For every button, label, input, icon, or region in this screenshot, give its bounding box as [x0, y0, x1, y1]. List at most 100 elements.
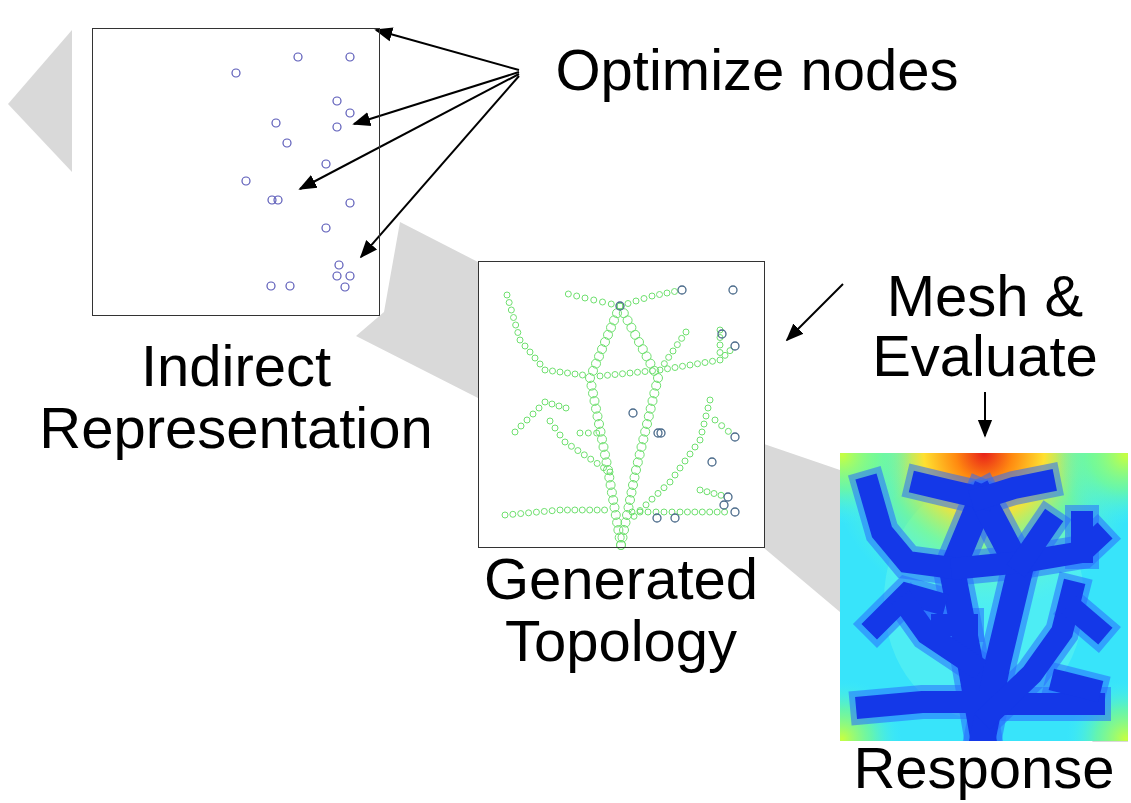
- topology-circle: [666, 354, 672, 360]
- topology-circle: [541, 508, 547, 514]
- topology-circle: [602, 507, 608, 513]
- panel-frame: [840, 453, 1128, 741]
- topology-circle: [711, 491, 717, 497]
- material-member: [869, 487, 952, 568]
- topology-circle: [585, 430, 591, 436]
- topology-circle: [517, 337, 523, 343]
- topology-circle: [717, 350, 723, 356]
- node-point: [242, 177, 250, 185]
- control-node: [731, 433, 739, 441]
- topology-circle: [557, 432, 563, 438]
- topology-circle: [568, 443, 574, 449]
- node-point: [335, 261, 343, 269]
- topology-circle: [670, 348, 676, 354]
- topology-circle: [524, 417, 530, 423]
- panel: Response: [839, 453, 1129, 799]
- topology-circle: [704, 489, 710, 495]
- node-points: [232, 53, 354, 291]
- topology-circle: [683, 329, 689, 335]
- topology-circle: [703, 413, 709, 419]
- topology-circle: [502, 512, 508, 518]
- node-point: [232, 69, 240, 77]
- topology-circle: [557, 369, 563, 375]
- topology-circle: [572, 371, 578, 377]
- topology-circle: [705, 405, 711, 411]
- topology-circle: [532, 355, 538, 361]
- topology-circle: [515, 330, 521, 336]
- topology-circle: [725, 428, 731, 434]
- topology-circle: [707, 397, 713, 403]
- topology-circle: [591, 297, 597, 303]
- panel-caption: Response: [839, 737, 1129, 799]
- topology-circle: [718, 492, 724, 498]
- topology-circle: [552, 425, 558, 431]
- topology-circle: [549, 401, 555, 407]
- topology-circle: [714, 509, 720, 515]
- panel: Indirect Representation: [6, 28, 466, 459]
- topology-circle: [581, 452, 587, 458]
- panel-frame: [92, 28, 380, 316]
- topology-circle: [530, 411, 536, 417]
- node-point: [272, 119, 280, 127]
- topology-circle: [687, 451, 693, 457]
- topology-circle: [692, 509, 698, 515]
- material-member: [1062, 682, 1090, 689]
- topology-circle: [597, 373, 603, 379]
- topology-circle: [631, 513, 637, 519]
- control-node: [678, 286, 686, 294]
- topology-circle: [692, 444, 698, 450]
- topology-circle: [594, 460, 600, 466]
- topology-circle: [717, 357, 723, 363]
- node-point: [322, 224, 330, 232]
- material-member: [1071, 522, 1093, 552]
- node-point: [274, 196, 282, 204]
- topology-circle: [682, 458, 688, 464]
- topology-circle: [645, 509, 651, 515]
- material-member: [867, 702, 974, 707]
- callout-label: Optimize nodes: [522, 40, 992, 100]
- topology-circle: [511, 315, 517, 321]
- control-node: [720, 501, 728, 509]
- topology-circle: [547, 418, 553, 424]
- topology-circle: [572, 507, 578, 513]
- topology-circle: [527, 349, 533, 355]
- material-member: [990, 592, 1072, 714]
- node-point: [286, 282, 294, 290]
- topology-circle: [677, 465, 683, 471]
- topology-circle: [661, 485, 667, 491]
- topology-circle: [627, 370, 633, 376]
- control-node: [629, 409, 637, 417]
- topology-circle: [617, 303, 623, 309]
- callout-label: Mesh & Evaluate: [850, 266, 1120, 386]
- topology-circle: [649, 293, 655, 299]
- topology-circle: [608, 301, 614, 307]
- topology-circle: [702, 360, 708, 366]
- topology-circle: [672, 472, 678, 478]
- topology-circle: [582, 295, 588, 301]
- topology-circle: [513, 322, 519, 328]
- topology-circle: [617, 303, 623, 309]
- topology-circle: [526, 510, 532, 516]
- topology-circle: [697, 487, 703, 493]
- topology-circle: [633, 298, 639, 304]
- topology-circle: [512, 429, 518, 435]
- topology-circle: [510, 511, 516, 517]
- topology-circle: [537, 361, 543, 367]
- topology-circle: [679, 335, 685, 341]
- control-node: [708, 458, 716, 466]
- material-member: [982, 482, 1044, 498]
- topology-circle: [508, 307, 514, 313]
- topology-circle: [672, 289, 678, 295]
- topology-circle: [680, 363, 686, 369]
- control-node: [731, 342, 739, 350]
- topology-circle: [697, 437, 703, 443]
- topology-circle: [625, 301, 631, 307]
- topology-circle: [649, 496, 655, 502]
- topology-circle: [695, 361, 701, 367]
- material-member: [1077, 612, 1097, 629]
- topology-circle: [643, 502, 649, 508]
- topology-circle: [562, 439, 568, 445]
- topology-circle: [687, 362, 693, 368]
- topology-circle: [563, 405, 569, 411]
- topology-circle: [565, 291, 571, 297]
